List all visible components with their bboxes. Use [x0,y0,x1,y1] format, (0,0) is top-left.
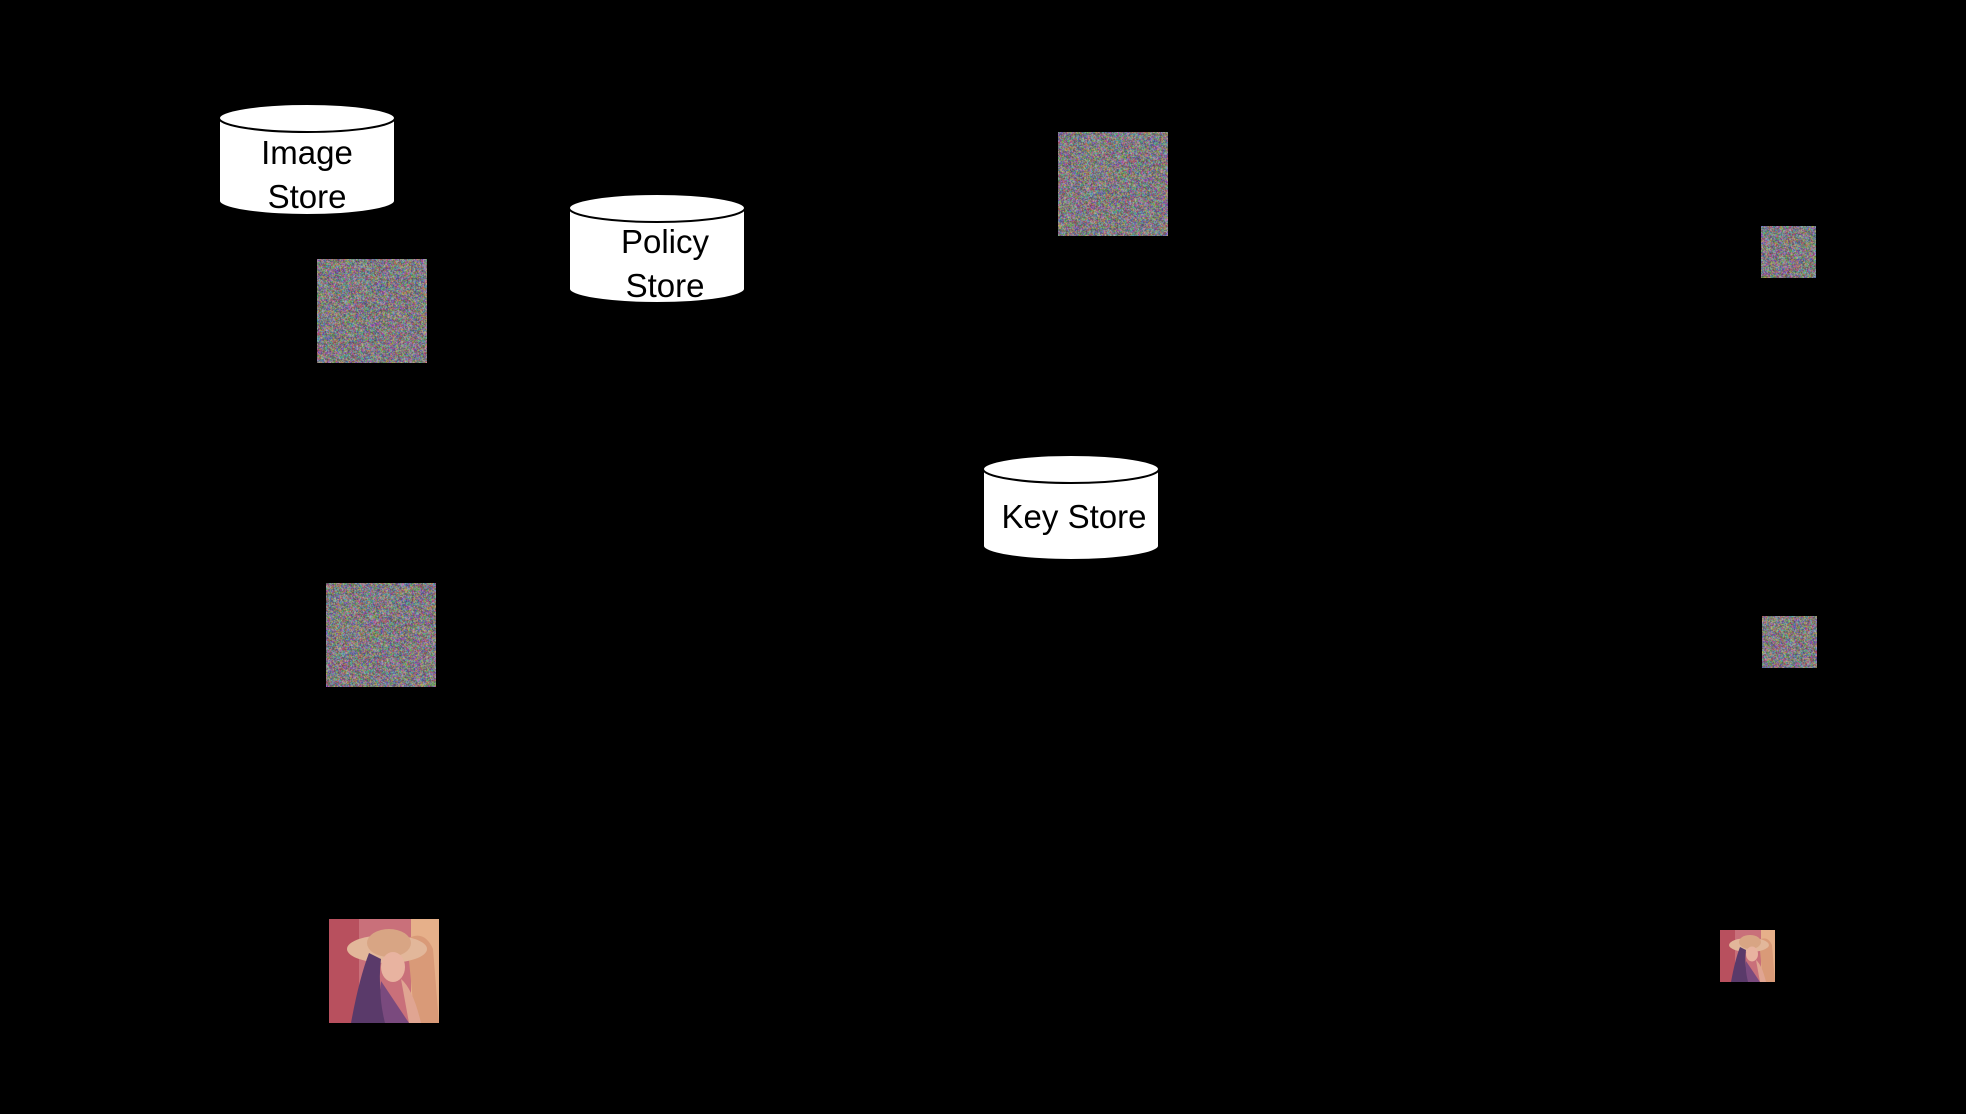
policy-store-cylinder: Policy Store [568,193,746,304]
image-store-label-line2: Store [268,178,347,215]
image-store-cylinder: Image Store [218,103,396,216]
encrypted-image-tile-3 [1058,132,1168,236]
image-store-label-line1: Image [261,134,353,171]
encrypted-image-thumb-2 [1762,616,1817,668]
policy-store-label-line1: Policy [621,223,710,260]
key-store-label: Key Store [1002,498,1147,535]
encrypted-image-tile-1 [317,259,427,363]
portrait-photo-small [1720,930,1775,982]
portrait-photo-large [329,919,439,1023]
policy-store-label-line2: Store [626,267,705,304]
encrypted-image-thumb-1 [1761,226,1816,278]
key-store-cylinder: Key Store [982,454,1160,561]
encrypted-image-tile-2 [326,583,436,687]
